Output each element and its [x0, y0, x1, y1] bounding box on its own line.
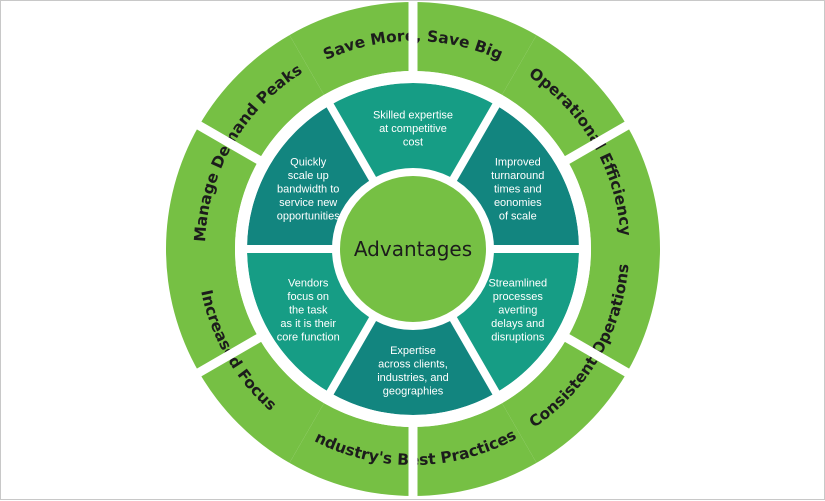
ring-gap	[235, 71, 591, 427]
inner-text-line: Streamlined	[488, 278, 547, 290]
inner-divider	[447, 102, 500, 187]
inner-text-line: Vendors	[288, 278, 329, 290]
inner-text-line: times and	[494, 184, 542, 196]
inner-text-line: focus on	[287, 291, 329, 303]
inner-text-line: industries, and	[377, 372, 449, 384]
inner-text-line: service new	[279, 197, 337, 209]
inner-divider	[326, 311, 379, 396]
inner-text-line: Expertise	[390, 345, 436, 357]
outer-divider	[195, 120, 262, 165]
outer-divider	[564, 333, 631, 378]
outer-segment-manage-demand-peaks	[166, 35, 324, 250]
inner-text-line: turnaround	[491, 170, 544, 182]
outer-segment-increased-focus	[166, 249, 324, 463]
inner-text-line: of scale	[499, 211, 537, 223]
inner-text-line: delays and	[491, 318, 544, 330]
outer-segment-operational-efficiency	[502, 35, 660, 250]
inner-segment-expertise-across-clients	[330, 315, 496, 415]
inner-divider	[447, 311, 500, 396]
inner-text-line: geographies	[383, 385, 444, 397]
inner-text-line: bandwidth to	[277, 184, 339, 196]
inner-text-line: processes	[493, 291, 544, 303]
center-label: Advantages	[354, 237, 472, 261]
inner-text-line: the task	[289, 305, 328, 317]
inner-segment-skilled-expertise	[330, 82, 496, 183]
inner-text-line: Skilled expertise	[373, 110, 453, 122]
center-circle	[332, 168, 494, 330]
inner-text-line: Quickly	[290, 157, 327, 169]
outer-divider	[564, 120, 631, 165]
inner-text-line: eonomies	[494, 197, 542, 209]
inner-divider	[326, 102, 379, 187]
inner-text-line: cost	[403, 137, 423, 149]
inner-text-line: disruptions	[491, 332, 545, 344]
inner-text-line: at competitive	[379, 123, 447, 135]
separators	[195, 1, 631, 498]
outer-divider	[195, 333, 262, 378]
inner-text-line: across clients,	[378, 358, 448, 370]
inner-text-line: as it is their	[280, 318, 336, 330]
inner-text-line: averting	[498, 305, 537, 317]
inner-text-line: scale up	[288, 170, 329, 182]
center-group: Advantages	[332, 168, 494, 330]
outer-segment-consistent-operations	[502, 249, 660, 463]
inner-text-line: core function	[277, 332, 340, 344]
inner-text-line: Improved	[495, 157, 541, 169]
inner-text-line: opportunities	[277, 211, 340, 223]
